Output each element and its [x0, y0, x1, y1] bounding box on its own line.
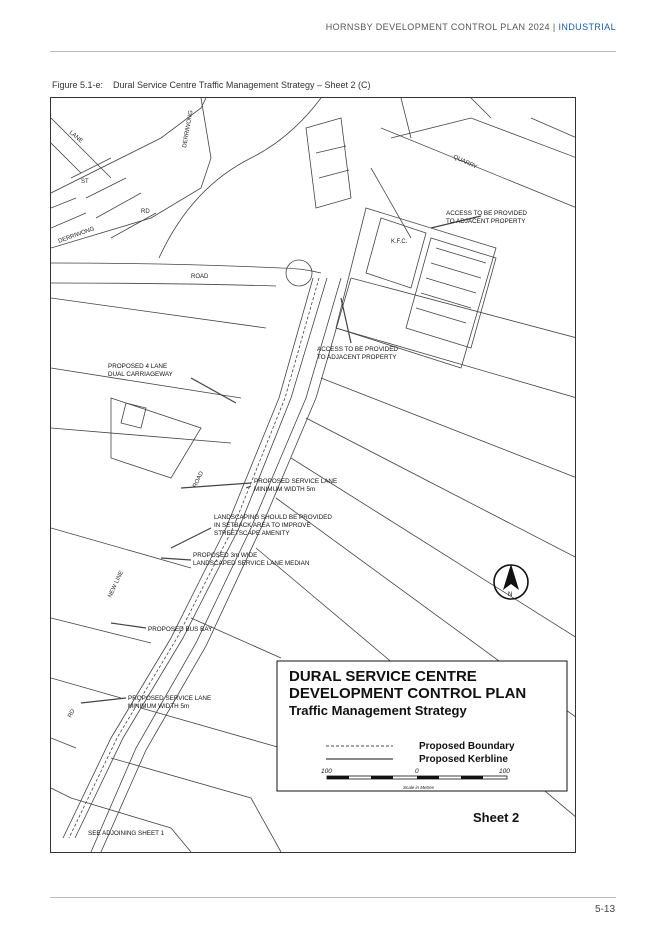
scale-left: 100 [321, 768, 332, 775]
annotation-dual-carriageway: PROPOSED 4 LANE DUAL CARRIAGEWAY [108, 363, 174, 378]
sheet-number: Sheet 2 [473, 810, 519, 825]
road-label: RD [67, 708, 76, 719]
road-label: DERRIWONG [58, 226, 96, 245]
page-number: 5-13 [594, 904, 615, 915]
title-line-2: DEVELOPMENT CONTROL PLAN [289, 685, 526, 702]
annotations: ACCESS TO BE PROVIDED TO ADJACENT PROPER… [88, 210, 529, 837]
footer-rule [50, 897, 616, 898]
cadastral-lines [50, 97, 578, 853]
road-label: RD [141, 209, 150, 215]
figure-caption: Figure 5.1-e: Dural Service Centre Traffi… [52, 80, 380, 90]
title-block: DURAL SERVICE CENTRE DEVELOPMENT CONTROL… [276, 660, 568, 792]
building-label: K.F.C. [391, 239, 408, 245]
figure-title: Dural Service Centre Traffic Management … [113, 80, 371, 90]
scale-bar: 100 0 100 Scale in Metres [321, 768, 510, 790]
figure-number: Figure 5.1-e: [52, 80, 104, 90]
annotation-bus-bay: PROPOSED BUS BAY [148, 626, 213, 633]
annotation-service-lane-2: PROPOSED SERVICE LANE MINIMUM WIDTH 5m [128, 695, 213, 710]
road-label: ROAD [191, 274, 209, 280]
legend-kerbline: Proposed Kerbline [419, 754, 508, 765]
annotation-access-1: ACCESS TO BE PROVIDED TO ADJACENT PROPER… [446, 210, 529, 225]
section-name: INDUSTRIAL [558, 22, 616, 32]
title-subtitle: Traffic Management Strategy [289, 703, 467, 718]
annotation-service-lane-1: PROPOSED SERVICE LANE MINIMUM WIDTH 5m [254, 478, 339, 493]
header-rule [50, 51, 616, 52]
north-arrow: N [493, 564, 529, 600]
site-plan-map: LANE DERRIWONG ST RD DERRIWONG ROAD QUAR… [50, 97, 578, 853]
annotation-access-2: ACCESS TO BE PROVIDED TO ADJACENT PROPER… [317, 346, 400, 361]
road-labels: LANE DERRIWONG ST RD DERRIWONG ROAD QUAR… [58, 110, 478, 719]
annotation-see-sheet-1: SEE ADJOINING SHEET 1 [88, 830, 165, 837]
annotation-landscaping: LANDSCAPING SHOULD BE PROVIDED IN SETBAC… [214, 514, 334, 537]
road-label: NEW LINE [107, 570, 125, 599]
road-label: DERRIWONG [182, 110, 195, 149]
map-figure: LANE DERRIWONG ST RD DERRIWONG ROAD QUAR… [50, 97, 578, 853]
scale-caption: Scale in Metres [403, 785, 435, 790]
road-label: ST [81, 179, 89, 185]
doc-title: HORNSBY DEVELOPMENT CONTROL PLAN 2024 | [325, 22, 559, 32]
annotation-median: PROPOSED 3m WIDE LANDSCAPED SERVICE LANE… [193, 552, 310, 567]
scale-right: 100 [499, 768, 510, 775]
north-label: N [508, 592, 512, 598]
title-line-1: DURAL SERVICE CENTRE [289, 668, 477, 685]
road-label: QUARRY [452, 154, 478, 170]
scale-mid: 0 [415, 768, 419, 775]
running-header: HORNSBY DEVELOPMENT CONTROL PLAN 2024 | … [326, 22, 616, 32]
legend-boundary: Proposed Boundary [419, 741, 515, 752]
